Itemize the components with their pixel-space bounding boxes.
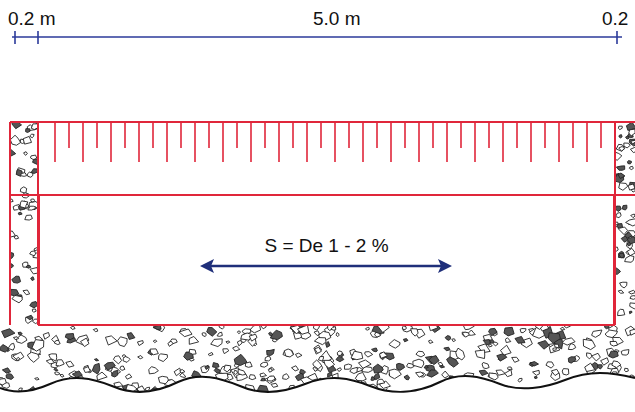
slope-text: S = De 1 - 2 % [40, 235, 613, 257]
channel-section-box: S = De 1 - 2 % [38, 195, 615, 326]
dimension-line [12, 31, 622, 44]
dimension-label: 5.0 m [313, 8, 361, 30]
channel-outline [10, 122, 635, 325]
left-wall-hatch [10, 122, 38, 324]
slope-arrow [200, 259, 452, 273]
ground-line [0, 373, 635, 392]
scale-ticks [55, 122, 601, 162]
gravel-ground [0, 321, 635, 405]
dimension-label: 0.2 [602, 8, 628, 30]
right-wall-hatch [615, 122, 635, 316]
dimension-label: 0.2 m [8, 8, 56, 30]
